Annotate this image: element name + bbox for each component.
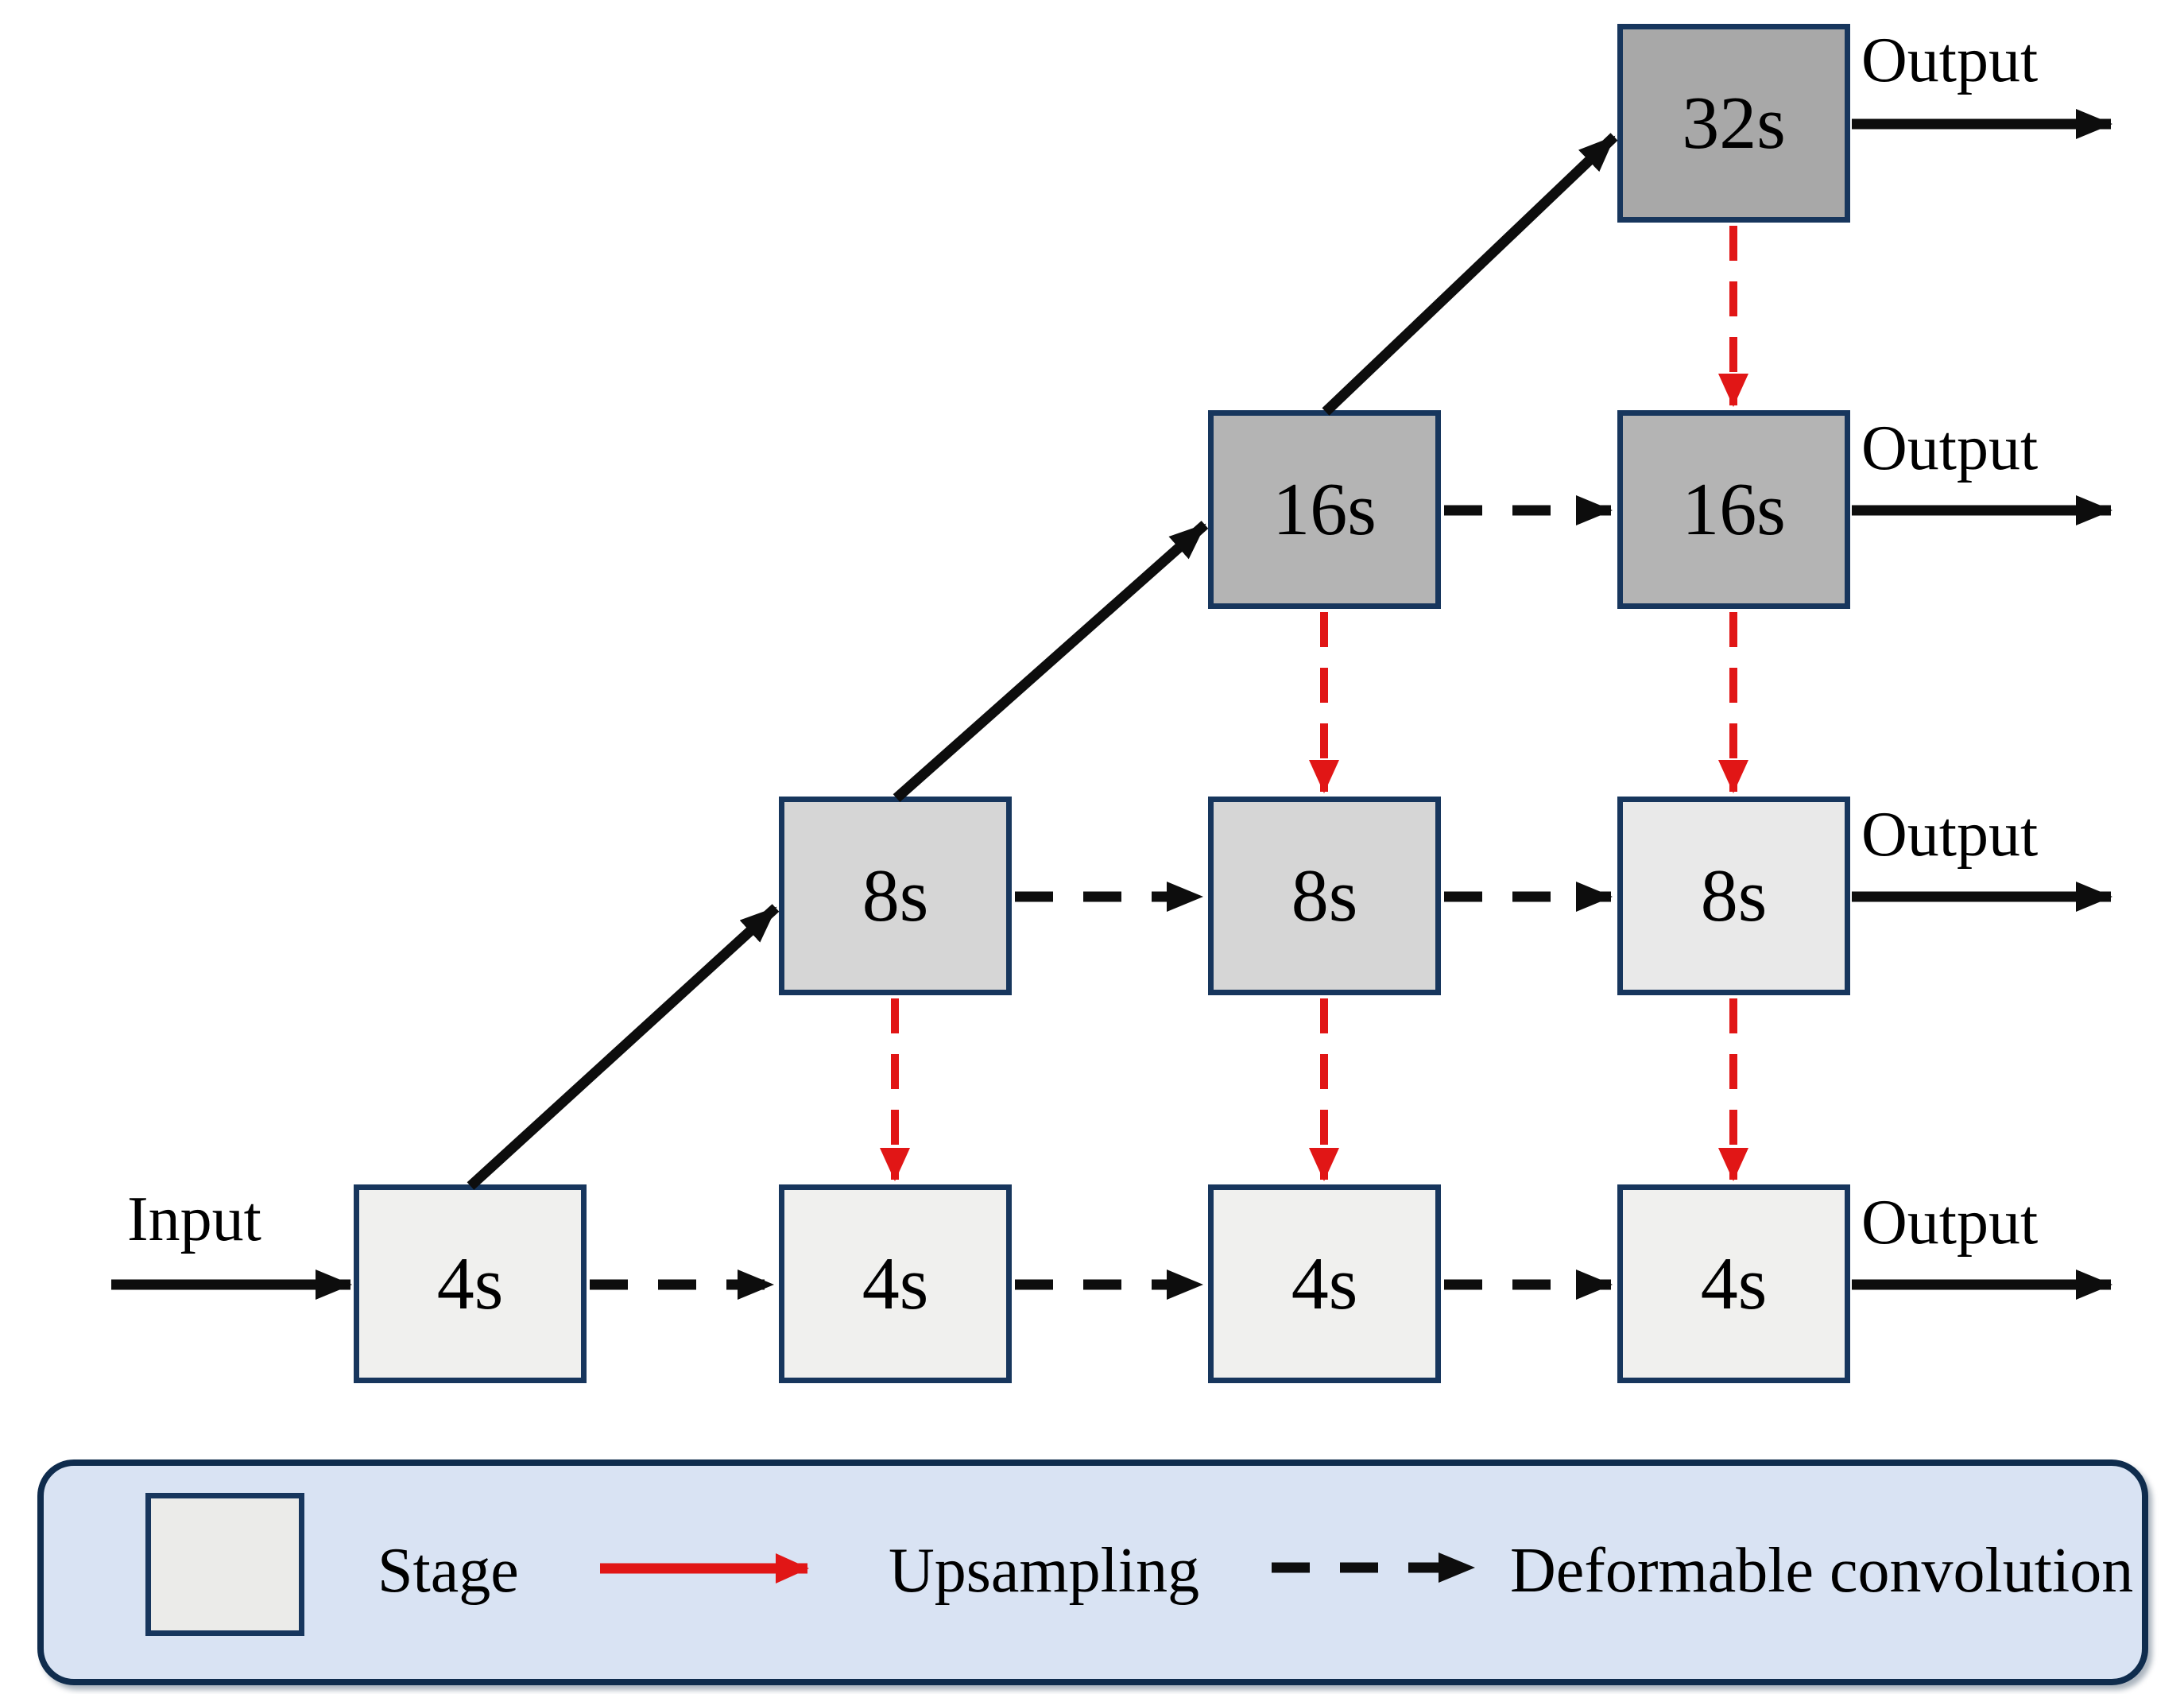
stage-label: 8s xyxy=(1291,855,1358,937)
output-label-8s: Output xyxy=(1861,800,2039,870)
output-label-16s: Output xyxy=(1861,413,2039,483)
downsample-arrow-8s-16s xyxy=(893,521,1209,802)
stage-label: 4s xyxy=(862,1242,929,1325)
stage-box-4s-b: 4s xyxy=(779,1184,1012,1383)
stage-box-8s-a: 8s xyxy=(779,797,1012,995)
stage-label: 8s xyxy=(1700,855,1768,937)
input-label: Input xyxy=(127,1184,261,1254)
legend-panel: Stage Upsampling Deformable convolution xyxy=(37,1459,2148,1685)
stage-box-4s-d: 4s xyxy=(1617,1184,1850,1383)
output-label-4s: Output xyxy=(1861,1188,2039,1258)
stage-label: 32s xyxy=(1682,82,1786,165)
stage-box-8s-c: 8s xyxy=(1617,797,1850,995)
stage-box-8s-b: 8s xyxy=(1208,797,1441,995)
stage-label: 4s xyxy=(1700,1242,1768,1325)
downsample-arrow-16s-32s xyxy=(1322,133,1618,416)
legend-stage-label: Stage xyxy=(378,1536,519,1606)
legend-deformable-label: Deformable convolution xyxy=(1510,1536,2134,1606)
legend-upsampling-label: Upsampling xyxy=(889,1536,1200,1606)
stage-label: 16s xyxy=(1272,468,1377,551)
legend-stage-swatch xyxy=(145,1493,304,1636)
stage-label: 16s xyxy=(1682,468,1786,551)
stage-label: 4s xyxy=(1291,1242,1358,1325)
stage-label: 8s xyxy=(862,855,929,937)
stage-box-16s-a: 16s xyxy=(1208,410,1441,609)
stage-box-4s-a: 4s xyxy=(354,1184,587,1383)
stage-box-4s-c: 4s xyxy=(1208,1184,1441,1383)
output-label-32s: Output xyxy=(1861,25,2039,95)
stage-box-16s-b: 16s xyxy=(1617,410,1850,609)
stage-label: 4s xyxy=(436,1242,504,1325)
downsample-arrow-4s-8s xyxy=(467,904,780,1190)
stage-box-32s: 32s xyxy=(1617,24,1850,223)
